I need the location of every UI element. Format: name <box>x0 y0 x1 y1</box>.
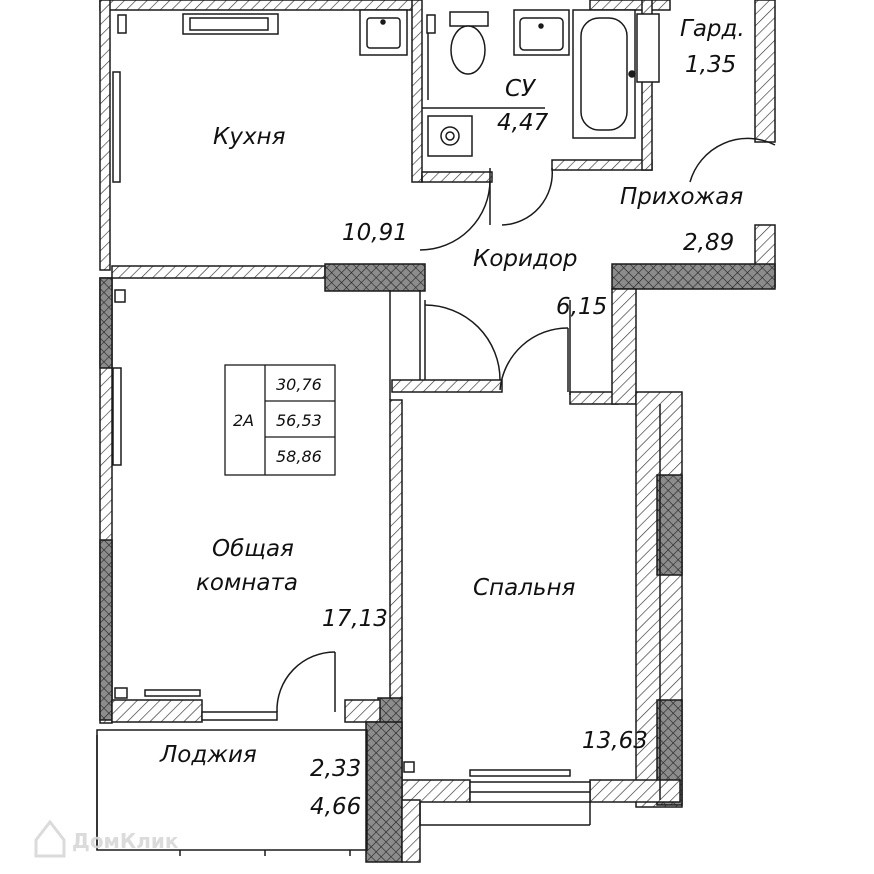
kitchen-sink <box>359 9 408 56</box>
living-name-line2: комната <box>196 570 298 596</box>
bathroom-area: 4,47 <box>497 110 549 136</box>
living-name-line1: Общая <box>212 536 294 562</box>
boiler <box>427 115 473 157</box>
living-area-value: 30,76 <box>276 375 322 394</box>
wall-kitchen-living <box>111 265 326 279</box>
summary-table <box>224 364 336 476</box>
bedroom-name: Спальня <box>473 575 575 601</box>
bathtub <box>572 9 636 139</box>
kitchen-counter <box>182 13 279 35</box>
wall-loggia-right-bottom <box>401 799 421 863</box>
loggia-area: 2,33 <box>310 756 361 782</box>
balcony-door <box>201 711 278 721</box>
hallway-area: 2,89 <box>683 230 734 256</box>
walls <box>99 0 776 863</box>
door-loggia <box>276 651 336 713</box>
room-labels: Кухня 10,91 СУ 4,47 Гард. 1,35 Прихожая … <box>159 16 745 820</box>
kitchen-area: 10,91 <box>342 220 408 246</box>
door-kitchen <box>419 179 491 251</box>
wall-top-left <box>99 0 421 11</box>
loggia-name: Лоджия <box>159 742 257 768</box>
wardrobe-area: 1,35 <box>685 52 736 78</box>
watermark-text: ДомКлик <box>72 829 179 853</box>
wall-bedroom-bottom-right <box>589 779 681 803</box>
doors <box>276 137 776 713</box>
wall-right-top <box>754 0 776 143</box>
corridor-name: Коридор <box>473 246 578 272</box>
wall-bedroom-right-dark1 <box>656 474 683 576</box>
house-icon <box>34 819 66 858</box>
wall-left-kitchen <box>99 0 111 271</box>
wall-bath-bottom-right <box>551 159 653 171</box>
bathroom-name: СУ <box>505 76 537 102</box>
wall-bedroom-bottom-left <box>401 779 471 803</box>
total-area-value: 56,53 <box>276 411 322 430</box>
door-entry <box>689 137 776 183</box>
summary-values: 2А 30,76 56,53 58,86 <box>233 375 322 466</box>
wall-loggia-right <box>365 721 403 863</box>
wall-top-right <box>589 0 671 11</box>
wall-corridor-right-dark <box>611 263 776 290</box>
wall-left-living-dark1 <box>99 277 113 369</box>
kitchen-name: Кухня <box>213 124 286 150</box>
wall-living-bottom-right <box>344 699 381 723</box>
wardrobe-name: Гард. <box>680 16 745 42</box>
bathroom-sink <box>513 9 570 56</box>
wall-bath-right <box>641 0 653 171</box>
wall-bedroom-top-left <box>391 379 503 393</box>
watermark: ДомКлик <box>34 819 179 858</box>
wall-bath-left <box>411 0 423 183</box>
corridor-area: 6,15 <box>556 294 607 320</box>
door-bedroom <box>499 327 569 391</box>
fixtures <box>117 9 660 157</box>
apartment-type: 2А <box>233 411 254 430</box>
wall-bedroom-right-upper <box>611 288 637 405</box>
living-window <box>112 367 122 466</box>
wall-bath-bottom-left <box>421 171 493 183</box>
kitchen-window <box>112 71 121 183</box>
wall-kitchen-living-dark <box>324 263 426 292</box>
toilet <box>449 11 489 75</box>
wardrobe-shelf <box>636 13 660 83</box>
wall-living-bedroom <box>389 399 403 701</box>
door-living <box>424 304 501 381</box>
wall-left-living-dark2 <box>99 539 113 721</box>
bedroom-area: 13,63 <box>582 728 648 754</box>
living-area: 17,13 <box>322 606 388 632</box>
hallway-name: Прихожая <box>620 184 743 210</box>
loggia-area-full: 4,66 <box>310 794 361 820</box>
door-bathroom <box>501 167 553 226</box>
wall-living-bottom-left <box>111 699 203 723</box>
thin-lines <box>96 22 661 856</box>
total-with-loggia-value: 58,86 <box>276 447 322 466</box>
wall-bedroom-top-right <box>569 391 619 405</box>
